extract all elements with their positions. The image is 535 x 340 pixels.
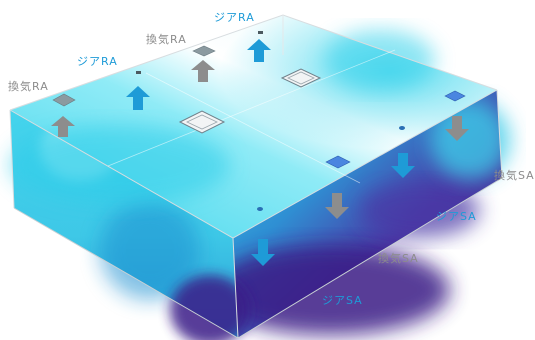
label-zia-sa-bottom: ジアSA [322,294,363,307]
label-kanki-ra-left: 換気RA [8,80,49,93]
label-zia-ra-mid: ジアRA [77,55,118,68]
label-zia-ra-top: ジアRA [214,11,255,24]
vent-zia-sa-mid [325,155,351,169]
arrow-down-blue-right [391,153,415,178]
vent-zia-ra-top [258,31,263,34]
label-kanki-sa-mid: 換気SA [378,252,419,265]
room-top-face [10,15,497,238]
vent-zia-sa-right [444,90,466,102]
label-kanki-sa-right: 換気SA [494,169,535,182]
label-kanki-ra-top: 換気RA [146,33,187,46]
label-zia-sa-mid: ジアSA [436,210,477,223]
vent-zia-ra-mid [136,71,141,74]
room-right-face [210,90,510,338]
ceiling-grid [107,49,396,184]
arrow-down-gray-mid [325,193,349,219]
vent-kanki-ra-top [192,45,216,57]
arrow-up-gray-left [51,116,75,137]
arrow-up-blue-mid [126,86,150,110]
vent-diffuser-right [280,68,322,88]
arrow-up-gray-top [191,60,215,82]
arrow-down-blue-front [251,239,275,266]
room-edges [9,14,503,339]
arrow-up-blue-top [247,39,271,62]
arrow-down-gray-right [445,116,469,141]
vent-small-dots [257,126,405,211]
vent-kanki-ra-left [52,93,76,107]
vent-diffuser-center [178,110,226,134]
